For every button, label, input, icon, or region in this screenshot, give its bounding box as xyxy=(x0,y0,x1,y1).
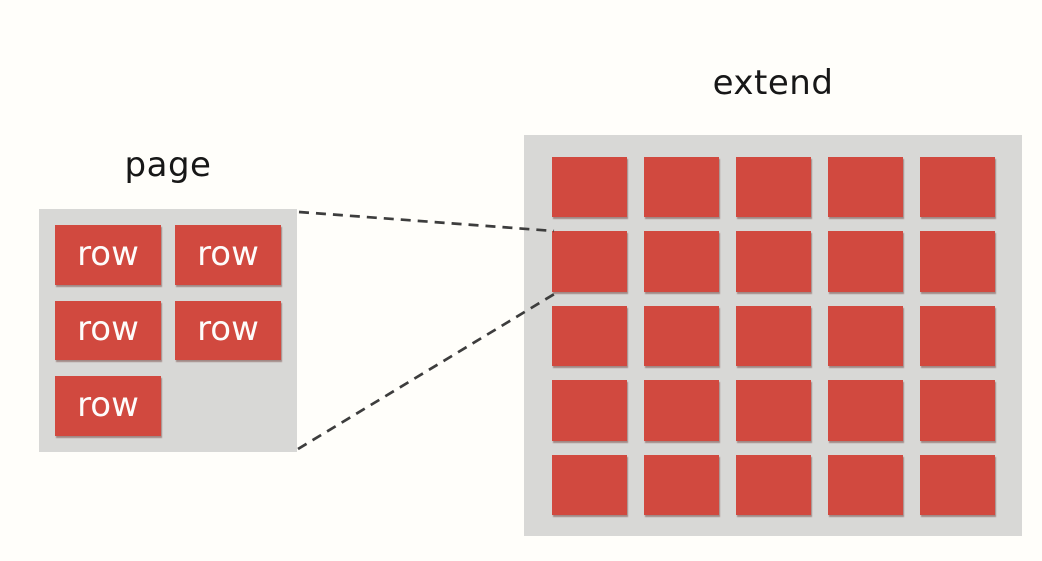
page-title: page xyxy=(124,145,212,185)
extend-grid-cell xyxy=(552,231,627,292)
extend-grid-cell xyxy=(644,305,719,367)
extend-grid-cell xyxy=(828,305,903,367)
extend-grid-cell xyxy=(552,157,627,218)
extend-grid-cell xyxy=(736,231,811,292)
extend-grid-cell xyxy=(828,454,903,515)
extend-grid-cell xyxy=(644,231,719,292)
extend-grid-cell xyxy=(828,157,903,218)
extend-grid-cell xyxy=(552,305,627,367)
extend-grid-cell xyxy=(644,157,719,218)
page-row-block: row xyxy=(55,225,161,285)
extend-grid-cell xyxy=(920,157,995,218)
connector-dashed-line xyxy=(297,291,557,451)
extend-grid-cell xyxy=(736,380,811,441)
extend-grid-cell xyxy=(644,454,719,515)
extend-title: extend xyxy=(712,63,834,103)
page-row-block: row xyxy=(55,300,161,361)
extend-panel xyxy=(524,135,1022,536)
connector-dashed-line xyxy=(298,210,555,233)
extend-grid-cell xyxy=(920,231,995,292)
page-row-block: row xyxy=(55,376,161,436)
extend-grid-cell xyxy=(920,380,995,441)
extend-grid-cell xyxy=(736,454,811,515)
extend-grid-cell xyxy=(552,380,627,441)
extend-grid-cell xyxy=(828,380,903,441)
extend-grid-cell xyxy=(736,157,811,218)
page-row-block: row xyxy=(175,300,281,361)
extend-grid-cell xyxy=(736,305,811,367)
extend-grid-cell xyxy=(644,380,719,441)
extend-grid-cell xyxy=(552,454,627,515)
extend-grid-cell xyxy=(920,305,995,367)
page-row-block: row xyxy=(175,225,281,285)
extend-grid-cell xyxy=(828,231,903,292)
extend-grid-cell xyxy=(920,454,995,515)
